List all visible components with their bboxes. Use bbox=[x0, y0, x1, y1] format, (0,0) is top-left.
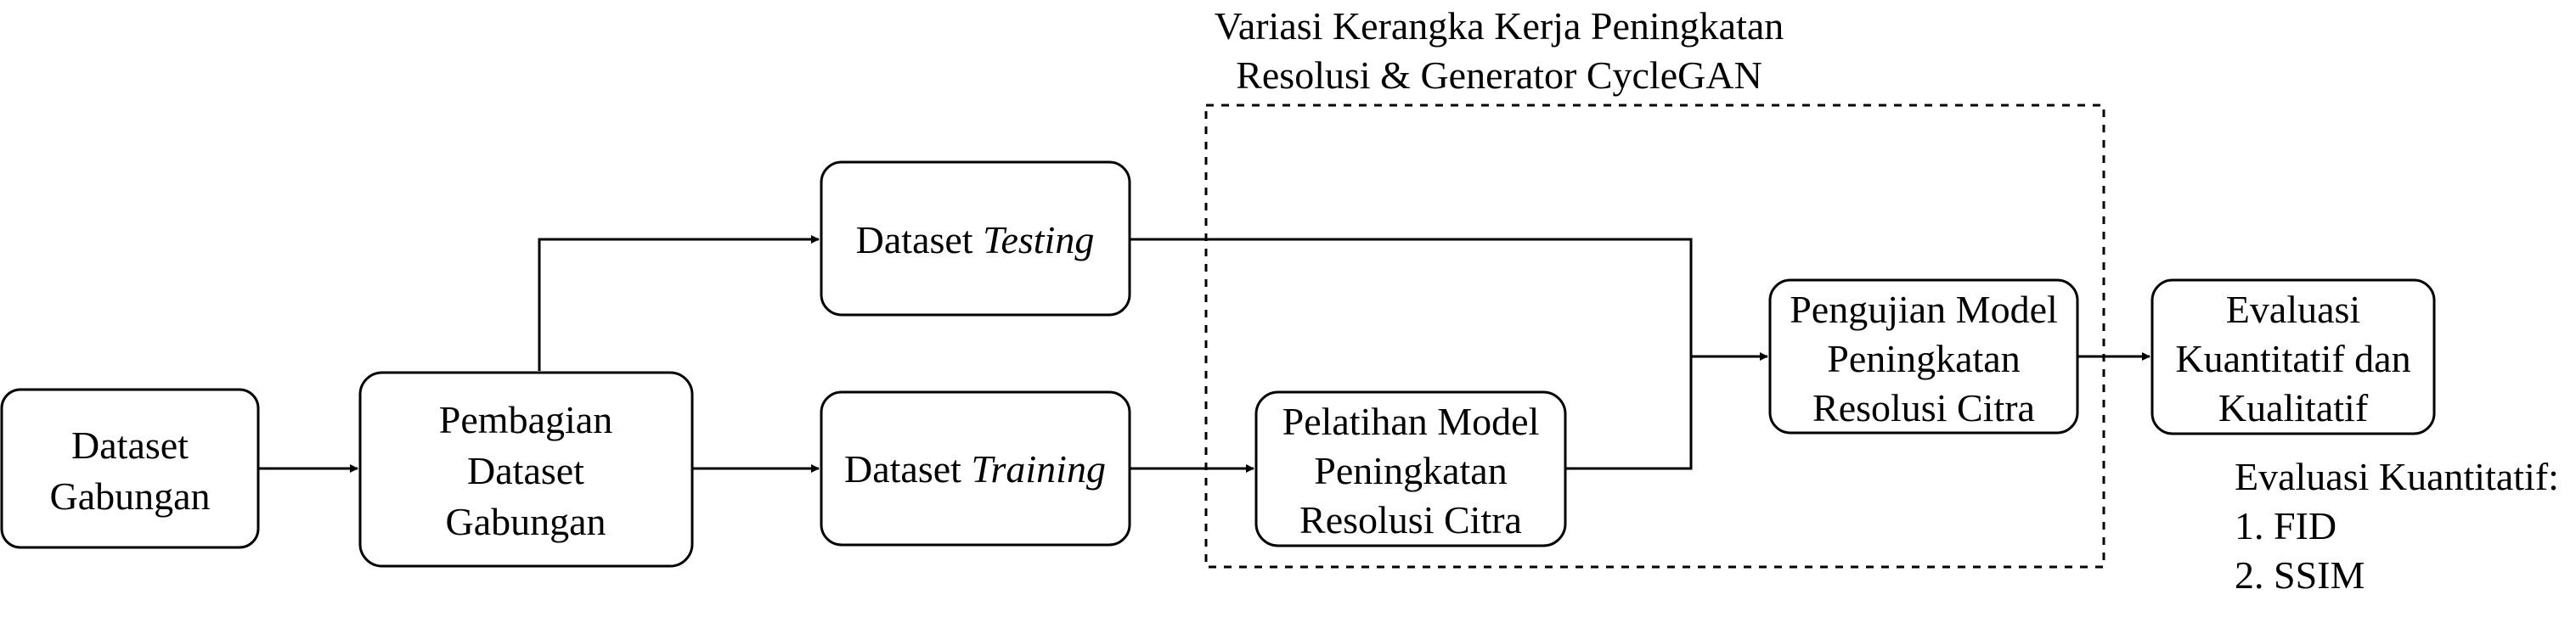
node-pengujian-line1: Pengujian Model bbox=[1790, 288, 2058, 331]
node-pelatihan-line2: Peningkatan bbox=[1314, 449, 1507, 492]
node-pembagian-line1: Pembagian bbox=[439, 398, 612, 441]
group-title-line1: Variasi Kerangka Kerja Peningkatan bbox=[1215, 4, 1784, 48]
metrics-note-title: Evaluasi Kuantitatif: bbox=[2235, 455, 2559, 498]
node-pembagian-line3: Gabungan bbox=[445, 500, 606, 543]
node-training-label: Dataset Training bbox=[844, 447, 1106, 491]
node-testing-prefix: Dataset bbox=[856, 218, 983, 261]
edge-pelatihan-to-pengujian bbox=[1565, 356, 1693, 470]
node-pembagian-line2: Dataset bbox=[467, 449, 584, 492]
evaluation-metrics-note: Evaluasi Kuantitatif: 1. FID 2. SSIM bbox=[2235, 455, 2559, 597]
edge-pembagian-to-testing bbox=[538, 235, 820, 371]
node-evaluasi-line3: Kualitatif bbox=[2218, 386, 2369, 429]
node-testing-emph: Testing bbox=[983, 218, 1094, 261]
node-evaluasi-line1: Evaluasi bbox=[2226, 288, 2360, 331]
metrics-note-item-fid: 1. FID bbox=[2235, 504, 2336, 547]
edges bbox=[258, 235, 2150, 473]
node-dataset-testing: Dataset Testing bbox=[820, 160, 1131, 317]
node-dataset-gabungan-line1: Dataset bbox=[71, 424, 189, 467]
node-pelatihan-line3: Resolusi Citra bbox=[1299, 498, 1522, 541]
node-training-emph: Training bbox=[971, 447, 1106, 491]
node-testing-label: Dataset Testing bbox=[856, 218, 1095, 261]
node-pengujian-line2: Peningkatan bbox=[1827, 337, 2020, 380]
node-pengujian-line3: Resolusi Citra bbox=[1812, 386, 2035, 429]
node-pembagian-dataset: Pembagian Dataset Gabungan bbox=[358, 371, 694, 568]
node-training-prefix: Dataset bbox=[844, 447, 971, 491]
node-evaluasi-line2: Kuantitatif dan bbox=[2175, 337, 2410, 380]
node-pengujian-model: Pengujian Model Peningkatan Resolusi Cit… bbox=[1768, 278, 2079, 435]
node-pelatihan-model: Pelatihan Model Peningkatan Resolusi Cit… bbox=[1254, 390, 1567, 547]
node-dataset-training: Dataset Training bbox=[820, 390, 1131, 547]
node-evaluasi: Evaluasi Kuantitatif dan Kualitatif bbox=[2150, 278, 2436, 435]
node-dataset-gabungan: Dataset Gabungan bbox=[0, 388, 260, 549]
edge-testing-to-pengujian bbox=[1130, 238, 1693, 356]
node-pelatihan-line1: Pelatihan Model bbox=[1282, 400, 1540, 443]
metrics-note-item-ssim: 2. SSIM bbox=[2235, 553, 2365, 597]
group-title-line2: Resolusi & Generator CycleGAN bbox=[1236, 53, 1762, 97]
node-dataset-gabungan-line2: Gabungan bbox=[49, 474, 210, 518]
cyclegan-variation-group bbox=[1204, 104, 2105, 569]
